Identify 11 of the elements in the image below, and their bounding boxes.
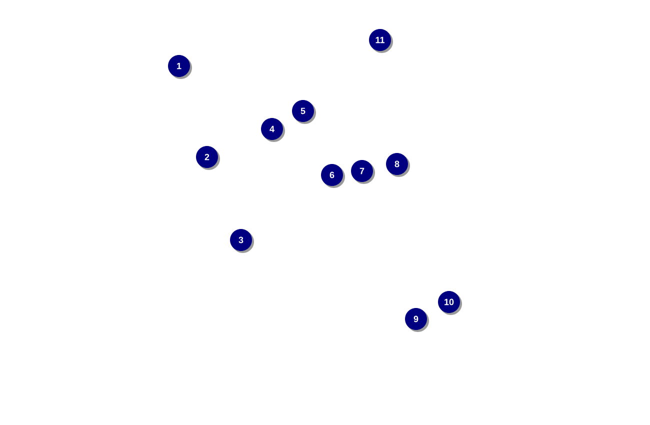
callout-number: 4: [261, 118, 285, 142]
callout-number: 2: [196, 146, 220, 170]
callout-number: 10: [438, 291, 462, 315]
callout-number: 3: [230, 229, 254, 253]
callout-number: 6: [321, 164, 345, 188]
callout-number: 7: [351, 160, 375, 184]
callout-number: 8: [386, 153, 410, 177]
callout-number: 1: [168, 55, 192, 79]
callout-number: 9: [405, 308, 429, 332]
callout-number: 5: [292, 100, 316, 124]
callout-number: 11: [369, 29, 393, 53]
